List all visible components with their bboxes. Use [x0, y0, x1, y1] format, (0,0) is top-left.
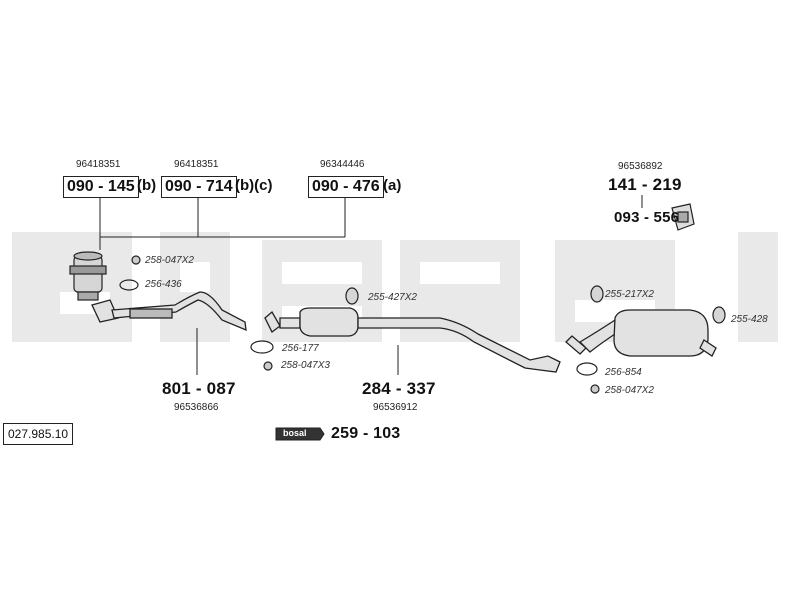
small-part-label: 258-047X2 [605, 385, 654, 396]
part-code-box: 090 - 145 [63, 176, 139, 198]
part-code: 093 - 556 [614, 209, 680, 226]
gaskets [119, 279, 598, 376]
small-part-label: 256-854 [605, 367, 642, 378]
clamp-part [671, 203, 695, 231]
part-suffix: (b) [137, 177, 157, 194]
bosal-logo-text: bosal [283, 428, 307, 438]
small-part-label: 256-436 [145, 279, 182, 290]
part-code-box: 090 - 476 [308, 176, 384, 198]
small-part-label: 256-177 [282, 343, 319, 354]
kit-logo [275, 427, 325, 441]
oem-number: 96418351 [76, 159, 121, 170]
oem-number: 96536866 [174, 402, 219, 413]
hangers [345, 285, 726, 324]
small-part-label: 255-217X2 [605, 289, 654, 300]
oem-number: 96536892 [618, 161, 663, 172]
oem-number: 96418351 [174, 159, 219, 170]
small-part-label: 255-428 [731, 314, 768, 325]
part-code: 141 - 219 [608, 175, 682, 194]
part-code-box: 090 - 714 [161, 176, 237, 198]
kit-code: 259 - 103 [331, 425, 401, 442]
front-leader-lines [99, 195, 643, 375]
part-code: 801 - 087 [162, 379, 236, 398]
centre-pipe [264, 307, 561, 373]
part-code: 284 - 337 [362, 379, 436, 398]
nuts [131, 255, 600, 394]
part-suffix: (a) [383, 177, 402, 194]
reference-number: 027.985.10 [3, 423, 74, 445]
catalytic-converter [69, 251, 107, 301]
oem-number: 96536912 [373, 402, 418, 413]
rear-silencer [565, 309, 717, 357]
front-pipe [91, 291, 247, 332]
part-suffix: (b)(c) [235, 177, 273, 194]
small-part-label: 258-047X2 [145, 255, 194, 266]
small-part-label: 255-427X2 [368, 292, 417, 303]
small-part-label: 258-047X3 [281, 360, 330, 371]
oem-number: 96344446 [320, 159, 365, 170]
